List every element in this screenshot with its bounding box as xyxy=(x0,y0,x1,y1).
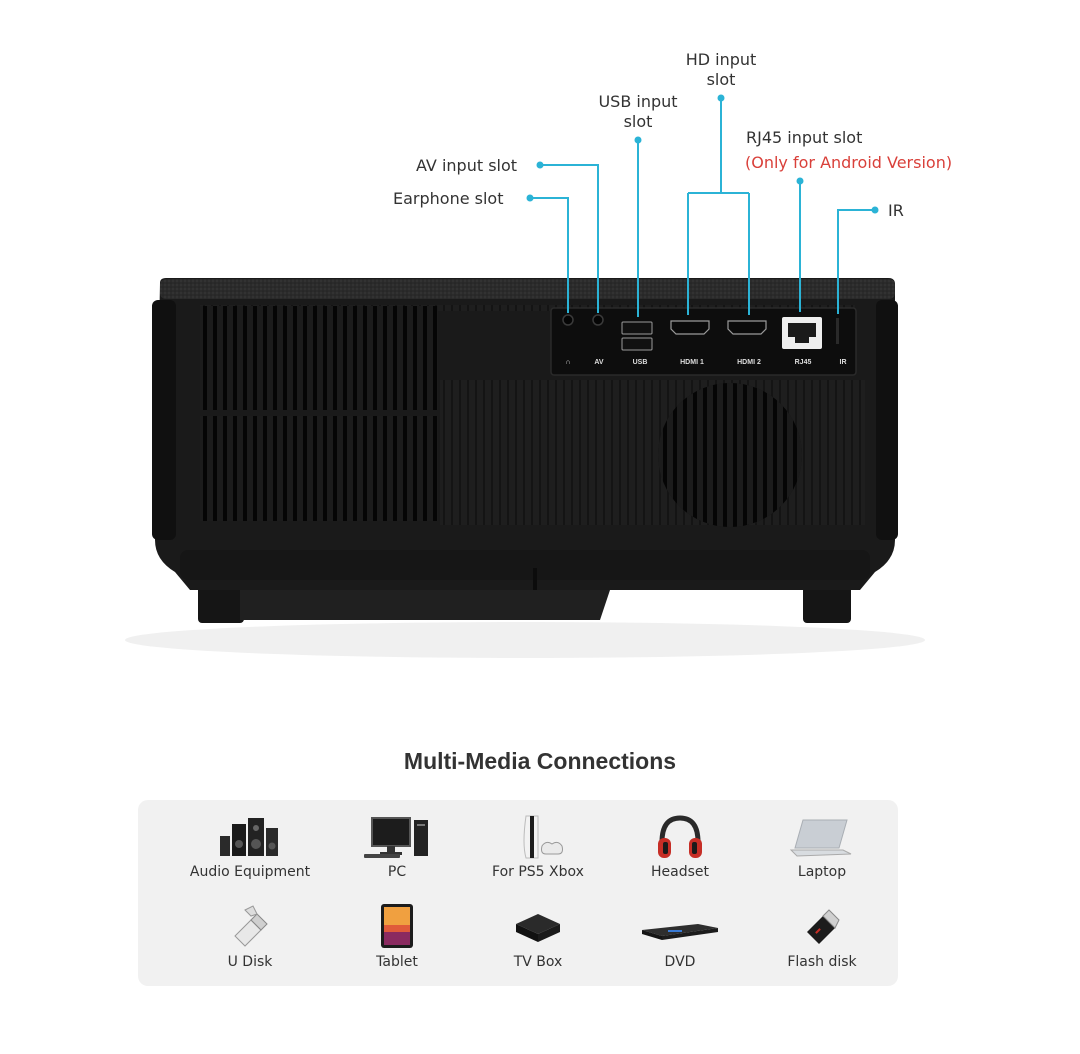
usb-port-1 xyxy=(621,321,653,335)
dvd-player-icon xyxy=(642,924,718,940)
rj45-callout-label: RJ45 input slot xyxy=(746,128,863,147)
port-label-hdmi1: HDMI 1 xyxy=(680,359,704,366)
base-plate xyxy=(240,590,610,620)
usb-drive-icon xyxy=(234,905,268,947)
tablet-icon xyxy=(381,904,413,948)
earphone-callout-label: Earphone slot xyxy=(393,189,504,208)
callout-lines xyxy=(530,98,875,317)
fabric-top xyxy=(160,279,895,299)
device-console: For PS5 Xbox xyxy=(462,814,614,880)
floor-shadow xyxy=(125,622,925,658)
device-label: PC xyxy=(387,864,407,880)
earphone-jack xyxy=(562,314,574,326)
av-callout-label: AV input slot xyxy=(416,156,518,175)
hdmi1-port xyxy=(670,320,710,335)
device-u-disk: U Disk xyxy=(174,902,326,970)
device-label: Audio Equipment xyxy=(189,864,311,880)
device-audio-equipment: Audio Equipment xyxy=(174,814,326,880)
device-label: DVD xyxy=(664,954,696,970)
usb-input-callout: USB input slot xyxy=(583,92,693,132)
device-dvd: DVD xyxy=(604,902,756,970)
av-jack xyxy=(592,314,604,326)
hdmi2-port xyxy=(727,320,767,335)
device-label: TV Box xyxy=(513,954,563,970)
game-console-icon xyxy=(523,815,563,859)
device-label: Tablet xyxy=(376,954,418,970)
device-headset: Headset xyxy=(604,812,756,880)
vent-lower xyxy=(200,416,438,521)
port-label-usb: USB xyxy=(633,359,648,366)
device-label: U Disk xyxy=(227,954,273,970)
callout-dots xyxy=(526,94,879,214)
usb-input-label-line1: USB input xyxy=(598,92,678,111)
device-tablet: Tablet xyxy=(321,902,473,970)
device-label: Headset xyxy=(650,864,709,880)
av-leader xyxy=(540,164,599,313)
speaker-system-icon xyxy=(220,818,278,856)
hd-input-callout: HD input slot xyxy=(671,50,771,90)
port-label-ir: IR xyxy=(840,359,847,366)
device-laptop: Laptop xyxy=(746,816,898,880)
device-label: For PS5 Xbox xyxy=(492,864,584,880)
right-foot xyxy=(803,585,851,623)
ir-leader xyxy=(837,209,875,314)
hd-input-label-line1: HD input xyxy=(685,50,757,69)
usb-port-2 xyxy=(621,337,653,351)
section-title: Multi-Media Connections xyxy=(403,748,677,774)
hd-input-label-line2: slot xyxy=(706,70,736,89)
projector-rear-diagram: ∩ AV USB HDMI 1 HDMI 2 RJ45 IR xyxy=(125,94,925,658)
port-label-earphone: ∩ xyxy=(565,359,570,366)
port-label-rj45: RJ45 xyxy=(795,359,812,366)
vent-upper xyxy=(200,306,438,410)
headphones-icon xyxy=(658,815,702,858)
flash-disk-icon xyxy=(807,909,840,944)
ir-callout-label: IR xyxy=(888,201,904,220)
rj45-android-note: (Only for Android Version) xyxy=(745,153,953,172)
usb-input-label-line2: slot xyxy=(623,112,653,131)
earphone-leader xyxy=(530,197,569,313)
device-label: Flash disk xyxy=(787,954,857,970)
laptop-icon xyxy=(789,819,852,857)
device-label: Laptop xyxy=(797,864,847,880)
left-foot xyxy=(198,585,244,623)
device-pc: PC xyxy=(321,814,473,880)
desktop-pc-icon xyxy=(364,817,428,858)
tv-box-icon xyxy=(516,914,560,942)
device-tv-box: TV Box xyxy=(462,902,614,970)
port-label-hdmi2: HDMI 2 xyxy=(737,359,761,366)
port-label-av: AV xyxy=(594,359,604,366)
ir-sensor xyxy=(836,318,839,344)
devices-panel: Audio Equipment PC For PS5 Xbox xyxy=(138,800,898,986)
device-flash-disk: Flash disk xyxy=(746,902,898,970)
